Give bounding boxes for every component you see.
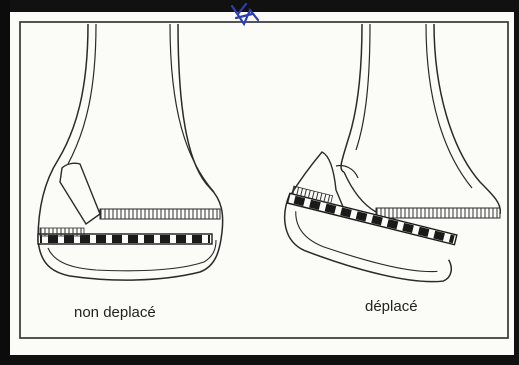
- left-edge: [0, 0, 10, 360]
- label-non-displaced: non deplacé: [74, 304, 156, 321]
- label-displaced: déplacé: [365, 298, 418, 315]
